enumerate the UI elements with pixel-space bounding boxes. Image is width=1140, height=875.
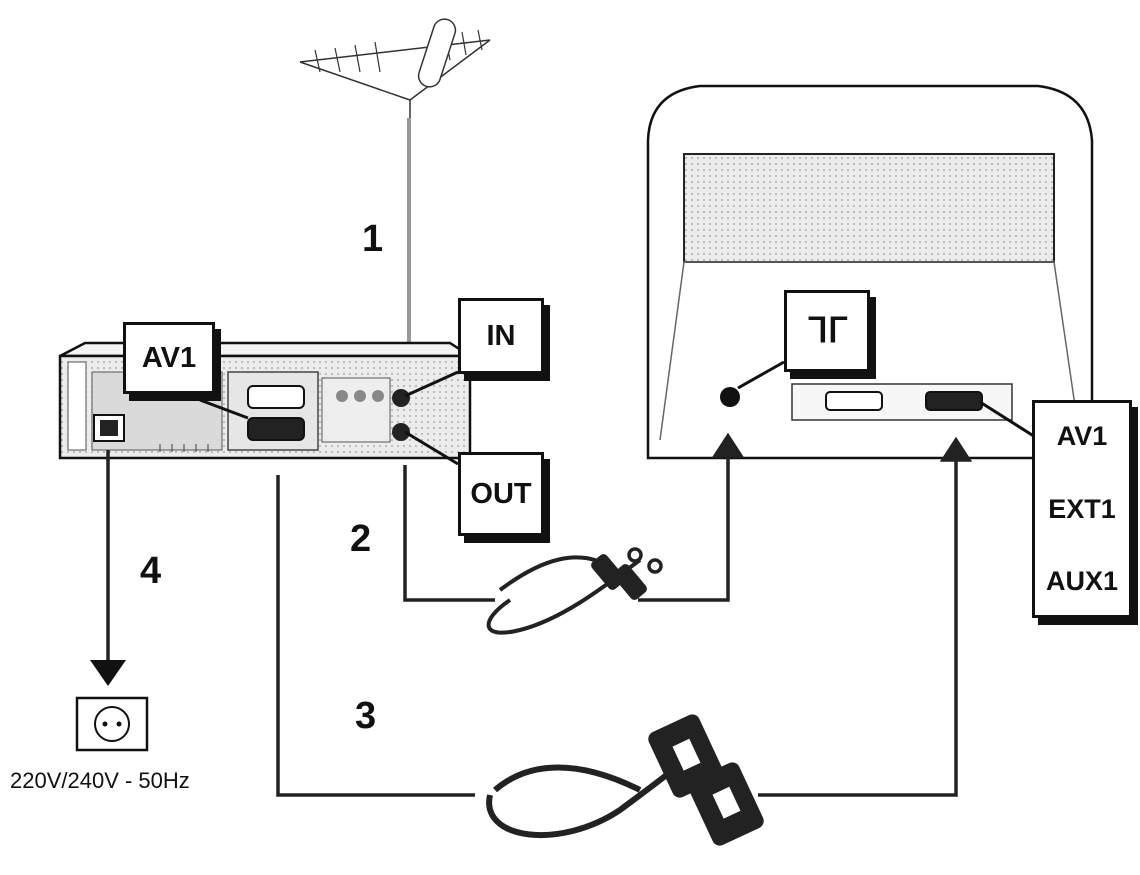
callout-pointers <box>199 360 1041 466</box>
vcr-av1-callout: AV1 <box>123 322 215 394</box>
tv-scart-callout: AV1 EXT1 AUX1 <box>1032 400 1132 618</box>
tv-icon <box>646 84 1094 460</box>
antenna-icon <box>299 18 491 120</box>
power-cable <box>90 450 126 686</box>
wall-socket-icon <box>75 696 149 752</box>
coax-cable-icon <box>403 432 745 635</box>
antenna-cable <box>392 118 426 373</box>
step-3-label: 3 <box>355 695 377 737</box>
step-4-label: 4 <box>140 550 162 592</box>
scart-label-av1: AV1 <box>1056 421 1108 451</box>
scart-label-aux1: AUX1 <box>1045 566 1119 596</box>
vcr-in-callout: IN <box>458 298 544 374</box>
vcr-icon <box>58 341 475 460</box>
scart-cable-icon <box>276 436 973 846</box>
vcr-out-callout: OUT <box>458 452 544 536</box>
tv-aerial-callout: ᒣᒥ <box>784 290 870 372</box>
step-2-label: 2 <box>350 518 372 560</box>
step-1-label: 1 <box>362 218 384 260</box>
power-spec-label: 220V/240V - 50Hz <box>10 768 190 793</box>
scart-label-ext1: EXT1 <box>1048 493 1116 524</box>
